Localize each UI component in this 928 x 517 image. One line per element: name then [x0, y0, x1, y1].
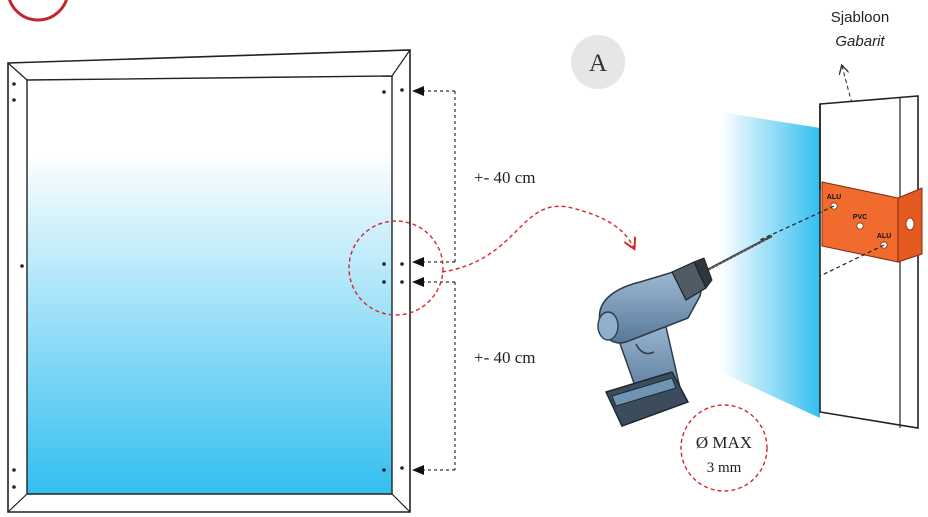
arrow-left-icon	[412, 277, 424, 287]
hole-dot	[20, 264, 24, 268]
detail-curve-arrow	[441, 205, 634, 273]
drill-size-badge: Ø MAX 3 mm	[680, 404, 768, 492]
template-label-nl: Sjabloon	[831, 9, 889, 26]
dimension-arrowheads	[412, 86, 424, 475]
template-hole-label: ALU	[827, 194, 841, 201]
arrow-left-icon	[412, 86, 424, 96]
bevel-line	[7, 493, 28, 513]
template-hole-label: PVC	[853, 214, 867, 221]
arrow-left-icon	[412, 465, 424, 475]
template-hole-label: ALU	[877, 233, 891, 240]
mirror-panel	[7, 49, 411, 513]
hole-dot	[400, 466, 404, 470]
template-side-hole	[905, 217, 915, 231]
hole-dot	[382, 468, 386, 472]
bevel-line	[391, 49, 411, 77]
dimension-lines	[420, 90, 456, 471]
hole-dot	[400, 88, 404, 92]
template-label-fr: Gabarit	[835, 33, 885, 50]
spacing-upper-label: +- 40 cm	[474, 168, 536, 187]
hole-dot	[382, 262, 386, 266]
bevel-line	[391, 493, 411, 513]
bevel-line	[7, 62, 28, 81]
step-label: A	[589, 50, 607, 77]
wall-surface	[720, 112, 820, 418]
template-hole	[856, 222, 864, 230]
detail-circle	[348, 220, 444, 316]
hole-dot	[12, 98, 16, 102]
drill-icon	[597, 234, 773, 427]
hole-dot	[382, 280, 386, 284]
drill-template: ALU PVC ALU	[821, 181, 923, 263]
hole-dot	[12, 82, 16, 86]
hole-dot	[12, 485, 16, 489]
hole-dot	[382, 90, 386, 94]
drill-size-line1: Ø MAX	[696, 433, 752, 452]
mirror-glass	[26, 75, 393, 495]
hole-dot	[400, 280, 404, 284]
frame-profile	[819, 95, 919, 429]
drill-guide-line	[819, 244, 885, 277]
corner-badge-icon	[8, 0, 68, 22]
arrow-left-icon	[412, 257, 424, 267]
spacing-lower-label: +- 40 cm	[474, 348, 536, 367]
step-marker: A	[571, 35, 625, 89]
hole-dot	[400, 262, 404, 266]
drill-size-line2: 3 mm	[707, 460, 742, 476]
hole-dot	[12, 468, 16, 472]
